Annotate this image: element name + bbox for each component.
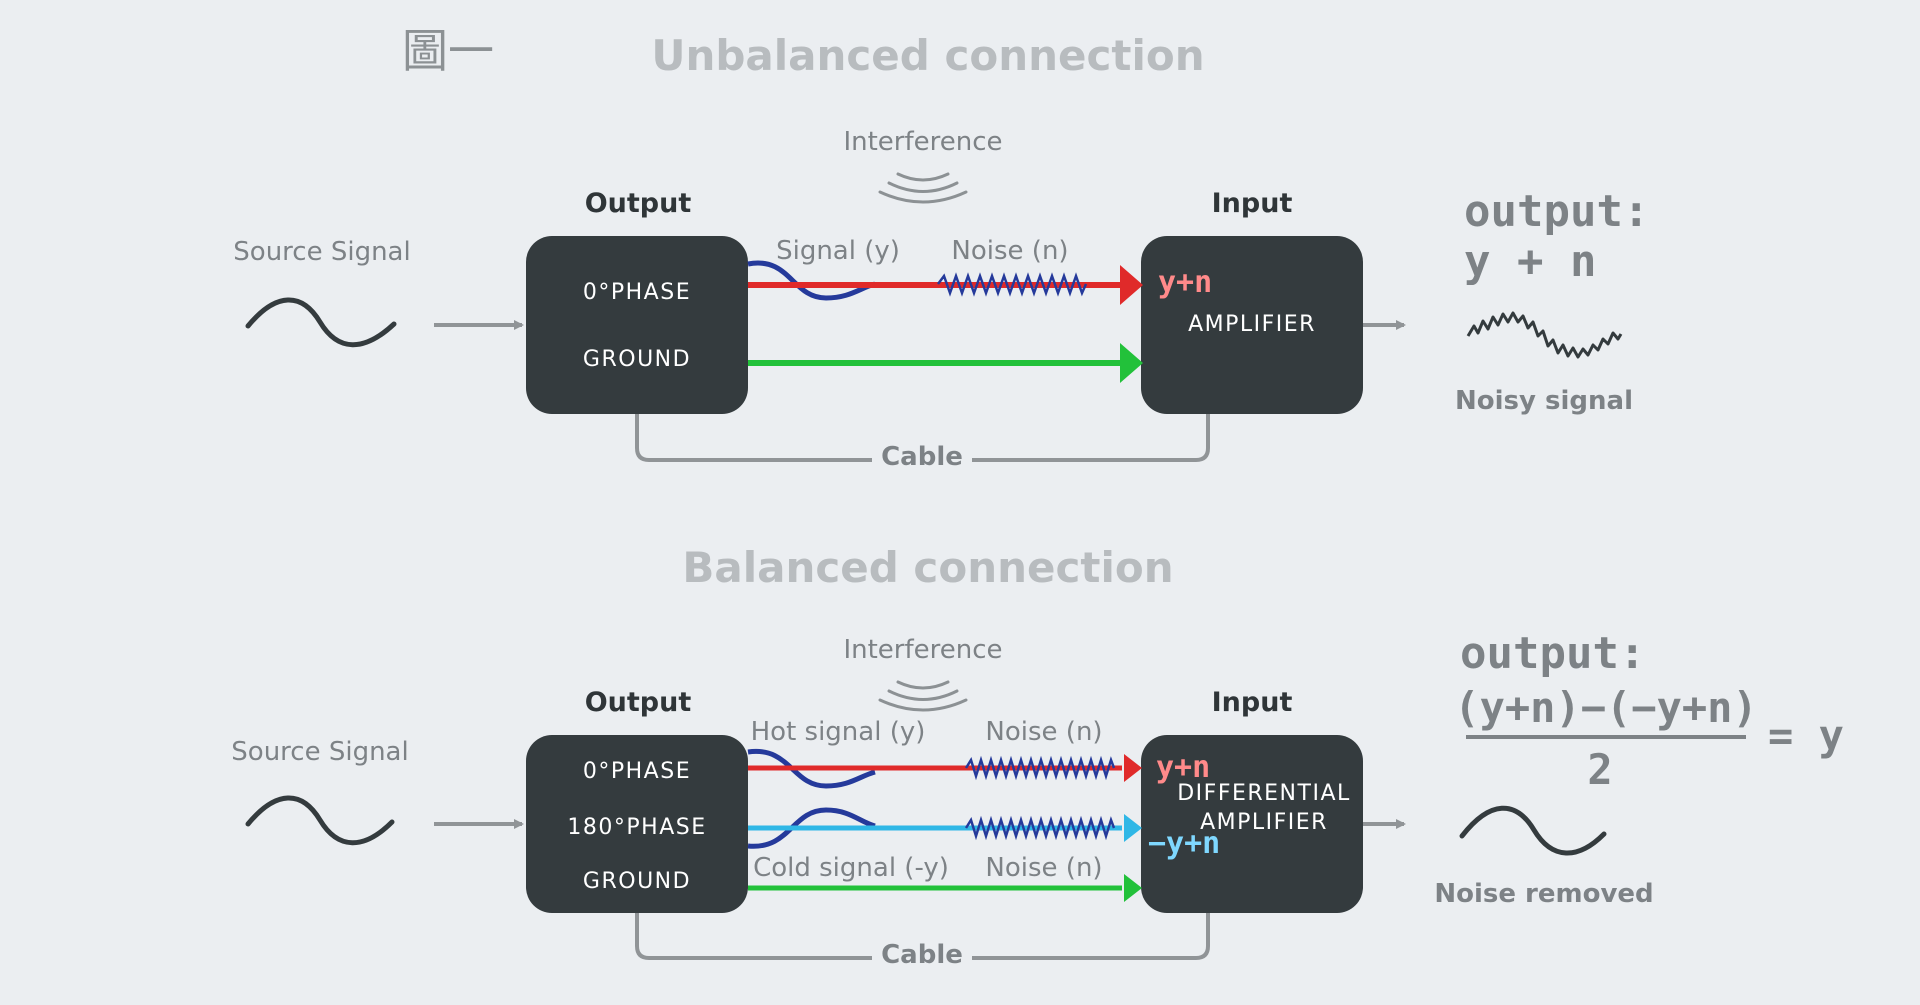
balanced-noise-zigzag-mid [964, 815, 1116, 841]
balanced-result-caption: Noise removed [1434, 879, 1653, 909]
balanced-output-phase0: 0°PHASE [583, 759, 691, 784]
balanced-input-header: Input [1212, 687, 1293, 718]
unbalanced-cable-label: Cable [881, 442, 963, 472]
unbalanced-amplifier-label: AMPLIFIER [1188, 312, 1316, 337]
balanced-source-wave-icon [245, 795, 395, 846]
unbalanced-output-ground: GROUND [583, 347, 691, 372]
balanced-result-denominator: 2 [1587, 745, 1612, 794]
unbalanced-output-header: Output [585, 188, 692, 219]
balanced-output-phase180: 180°PHASE [567, 815, 706, 840]
unbalanced-section: Unbalanced connection Interference Sourc… [233, 31, 1649, 472]
balanced-hot-mark: y+n [1156, 750, 1210, 785]
unbalanced-result-title: output: [1464, 186, 1649, 237]
balanced-amplifier-box [1141, 735, 1363, 913]
clean-wave-icon [1459, 805, 1607, 856]
balanced-title: Balanced connection [682, 543, 1173, 592]
unbalanced-interference-label: Interference [843, 127, 1002, 157]
unbalanced-interference-icon [878, 172, 968, 204]
unbalanced-ground-arrowhead [1120, 343, 1143, 383]
balanced-twist-wire-mid [747, 807, 876, 849]
unbalanced-output-phase0: 0°PHASE [583, 280, 691, 305]
figure-label: 圖一 [402, 24, 494, 78]
unbalanced-amplifier-box [1141, 236, 1363, 414]
balanced-section: Balanced connection Interference Source … [231, 543, 1844, 970]
noisy-wave-icon [1466, 311, 1623, 359]
balanced-twist-wire-top [747, 748, 876, 789]
unbalanced-source-label: Source Signal [233, 237, 410, 267]
unbalanced-signal-label: Signal (y) [776, 236, 900, 266]
unbalanced-output-box [526, 236, 748, 414]
unbalanced-noise-label: Noise (n) [951, 236, 1068, 266]
unbalanced-result-formula: y + n [1464, 236, 1596, 287]
balanced-amplifier-line2: AMPLIFIER [1200, 810, 1328, 835]
balanced-cold-arrowhead [1124, 814, 1142, 842]
balanced-ground-arrowhead [1124, 874, 1142, 902]
unbalanced-twist-wire [747, 260, 876, 301]
balanced-noise-label-bottom: Noise (n) [985, 853, 1102, 883]
unbalanced-result-caption: Noisy signal [1455, 386, 1633, 416]
balanced-output-header: Output [585, 687, 692, 718]
unbalanced-cable-line [635, 413, 1210, 462]
balanced-source-label: Source Signal [231, 737, 408, 767]
unbalanced-signal-arrowhead [1120, 265, 1143, 305]
balanced-cable-line [635, 912, 1210, 960]
unbalanced-input-header: Input [1212, 188, 1293, 219]
balanced-cable-label: Cable [881, 940, 963, 970]
balanced-interference-icon [878, 680, 968, 712]
balanced-amplifier-line1: DIFFERENTIAL [1177, 781, 1351, 806]
balanced-result-equals: = y [1768, 711, 1844, 760]
balanced-cold-mark: −y+n [1148, 826, 1220, 861]
unbalanced-title: Unbalanced connection [651, 31, 1204, 80]
balanced-result-title: output: [1460, 628, 1645, 679]
balanced-noise-zigzag-top [964, 755, 1116, 781]
unbalanced-input-mark: y+n [1158, 265, 1212, 300]
balanced-noise-label-top: Noise (n) [985, 717, 1102, 747]
balanced-hot-arrowhead [1124, 754, 1142, 782]
balanced-interference-label: Interference [843, 635, 1002, 665]
balanced-cold-label: Cold signal (-y) [753, 853, 949, 883]
unbalanced-noise-zigzag [937, 272, 1088, 297]
balanced-output-box [526, 735, 748, 913]
unbalanced-source-wave-icon [245, 297, 397, 348]
balanced-result-numerator: (y+n)−(−y+n) [1454, 683, 1757, 732]
balanced-output-ground: GROUND [583, 869, 691, 894]
balanced-hot-label: Hot signal (y) [751, 717, 926, 747]
